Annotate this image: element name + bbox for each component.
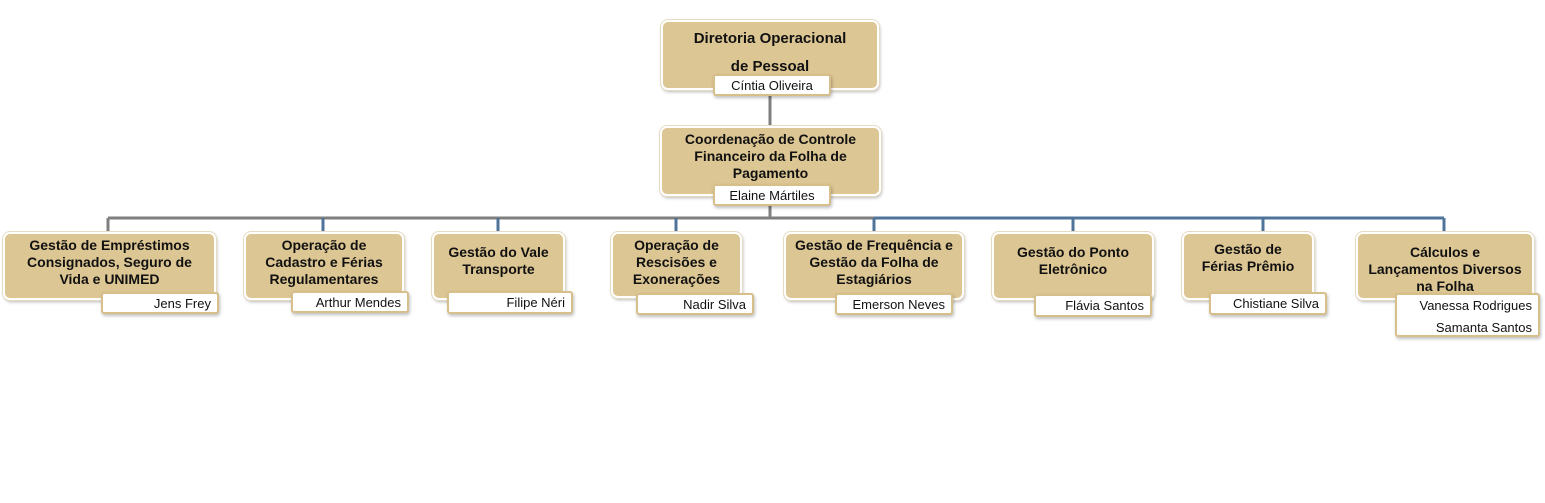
unit-title-6: Gestão do Ponto Eletrônico xyxy=(1017,244,1129,277)
unit-title-8: Cálculos e Lançamentos Diversos na Folha xyxy=(1368,244,1522,294)
unit-title-5: Gestão de Frequência e Gestão da Folha d… xyxy=(795,237,953,287)
unit-person-tag-5: Emerson Neves xyxy=(835,293,953,315)
unit-person-8b: Samanta Santos xyxy=(1435,320,1532,335)
unit-person-8a: Vanessa Rodrigues xyxy=(1419,298,1533,313)
unit-box-6: Gestão do Ponto Eletrônico xyxy=(992,232,1154,300)
unit-person-tag-1: Jens Frey xyxy=(101,292,219,314)
unit-box-8: Cálculos e Lançamentos Diversos na Folha xyxy=(1356,232,1534,300)
unit-box-7: Gestão de Férias Prêmio xyxy=(1182,232,1314,300)
unit-title-2: Operação de Cadastro e Férias Regulament… xyxy=(265,237,383,287)
unit-person-tag-6: Flávia Santos xyxy=(1034,294,1152,317)
unit-title-1: Gestão de Empréstimos Consignados, Segur… xyxy=(27,237,192,287)
director-title: Diretoria Operacional de Pessoal xyxy=(693,30,847,75)
unit-person-tag-7: Chistiane Silva xyxy=(1209,292,1327,315)
unit-person-tag-8: Vanessa Rodrigues Samanta Santos xyxy=(1395,293,1540,337)
coordination-person-tag: Elaine Mártiles xyxy=(713,184,831,206)
coordination-title: Coordenação de Controle Financeiro da Fo… xyxy=(684,131,857,181)
unit-box-1: Gestão de Empréstimos Consignados, Segur… xyxy=(3,232,216,300)
unit-title-7: Gestão de Férias Prêmio xyxy=(1201,241,1295,274)
unit-title-3: Gestão do Vale Transporte xyxy=(448,244,549,277)
unit-person-tag-2: Arthur Mendes xyxy=(291,291,409,313)
unit-person-tag-3: Filipe Néri xyxy=(447,291,573,314)
unit-box-4: Operação de Rescisões e Exonerações xyxy=(611,232,742,298)
director-person-tag: Cíntia Oliveira xyxy=(713,74,831,96)
unit-box-2: Operação de Cadastro e Férias Regulament… xyxy=(244,232,404,300)
unit-box-5: Gestão de Frequência e Gestão da Folha d… xyxy=(784,232,964,300)
unit-box-3: Gestão do Vale Transporte xyxy=(432,232,565,300)
unit-person-tag-4: Nadir Silva xyxy=(636,293,754,315)
unit-title-4: Operação de Rescisões e Exonerações xyxy=(632,237,721,287)
